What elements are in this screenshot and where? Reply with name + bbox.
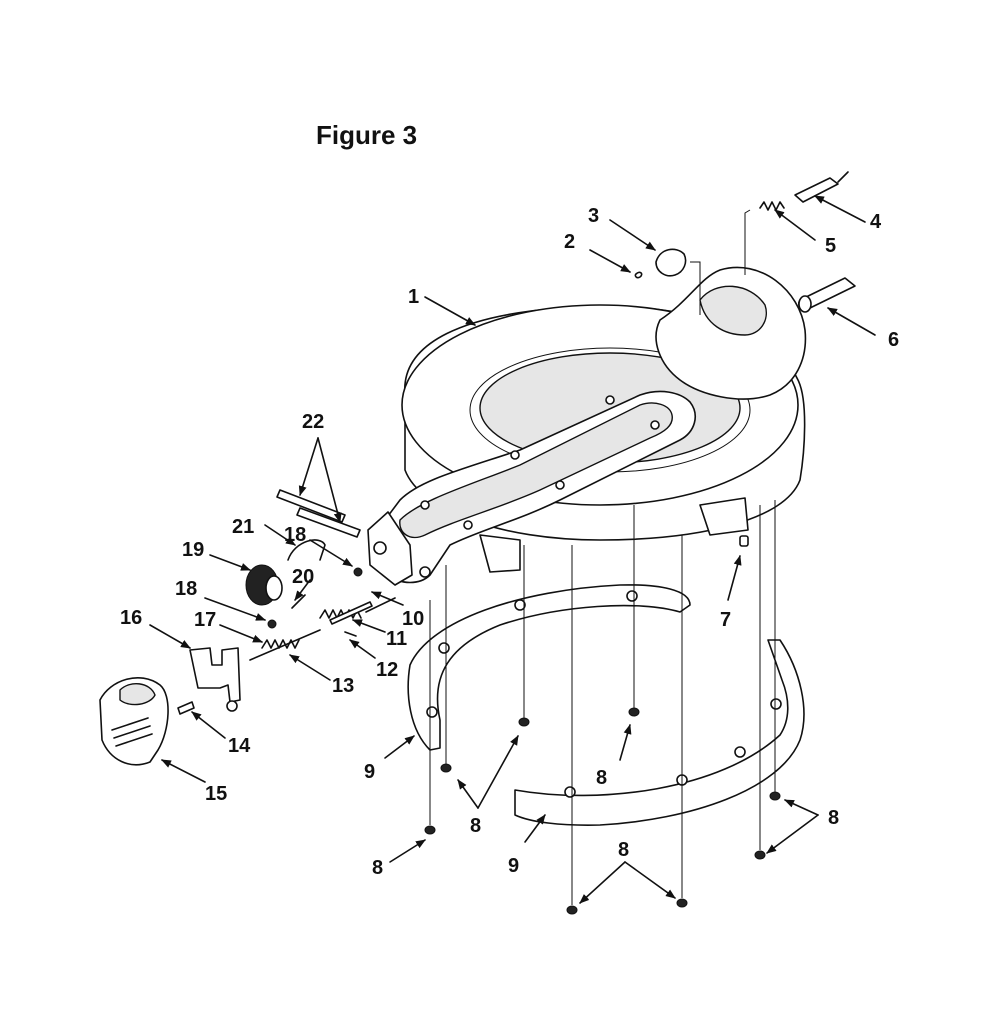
callout-13: 13 — [332, 675, 354, 697]
callout-17: 17 — [194, 609, 216, 631]
callout-11: 11 — [386, 628, 407, 650]
callout-arrows — [149, 195, 876, 904]
callout-8b: 8 — [470, 815, 481, 837]
callout-2: 2 — [564, 231, 575, 253]
callout-18b: 18 — [175, 578, 197, 600]
callout-9a: 9 — [364, 761, 375, 783]
callout-8a: 8 — [596, 767, 607, 789]
callout-16: 16 — [120, 607, 142, 629]
callout-20: 20 — [292, 566, 314, 588]
callout-6: 6 — [888, 329, 899, 351]
callout-8c: 8 — [372, 857, 383, 879]
callout-labels: 1 2 3 4 5 6 7 8 8 8 8 8 8 9 9 10 11 12 1… — [120, 205, 899, 879]
callout-12: 12 — [376, 659, 398, 681]
callout-8d: 8 — [828, 807, 839, 829]
callout-18a: 18 — [284, 524, 306, 546]
callout-3: 3 — [588, 205, 599, 227]
miter-table-body — [367, 266, 807, 586]
callout-7: 7 — [720, 609, 731, 631]
callout-8e: 8 — [618, 839, 629, 861]
callout-5: 5 — [825, 235, 836, 257]
callout-14: 14 — [228, 735, 251, 757]
callout-15: 15 — [205, 783, 227, 805]
screws — [424, 500, 781, 915]
callout-4: 4 — [870, 211, 882, 233]
callout-10: 10 — [402, 608, 424, 630]
figure-title: Figure 3 — [316, 120, 418, 150]
lock-mechanism — [99, 489, 396, 766]
callout-1: 1 — [408, 286, 419, 308]
callout-9b: 9 — [508, 855, 519, 877]
callout-22: 22 — [302, 411, 324, 433]
callout-19: 19 — [182, 539, 204, 561]
rear-hardware — [634, 171, 856, 315]
callout-21: 21 — [232, 516, 254, 538]
ring-segments — [407, 584, 805, 826]
